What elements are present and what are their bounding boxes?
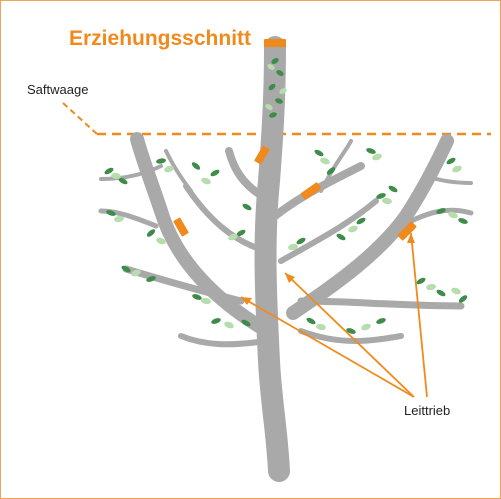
saftwaage-label: Saftwaage xyxy=(27,82,88,97)
leittrieb-label: Leittrieb xyxy=(404,403,450,418)
cut-marker-top xyxy=(264,39,286,47)
cut-markers xyxy=(173,39,417,241)
diagram-title: Erziehungsschnitt xyxy=(69,27,251,51)
saftwaage-pointer xyxy=(63,103,97,134)
